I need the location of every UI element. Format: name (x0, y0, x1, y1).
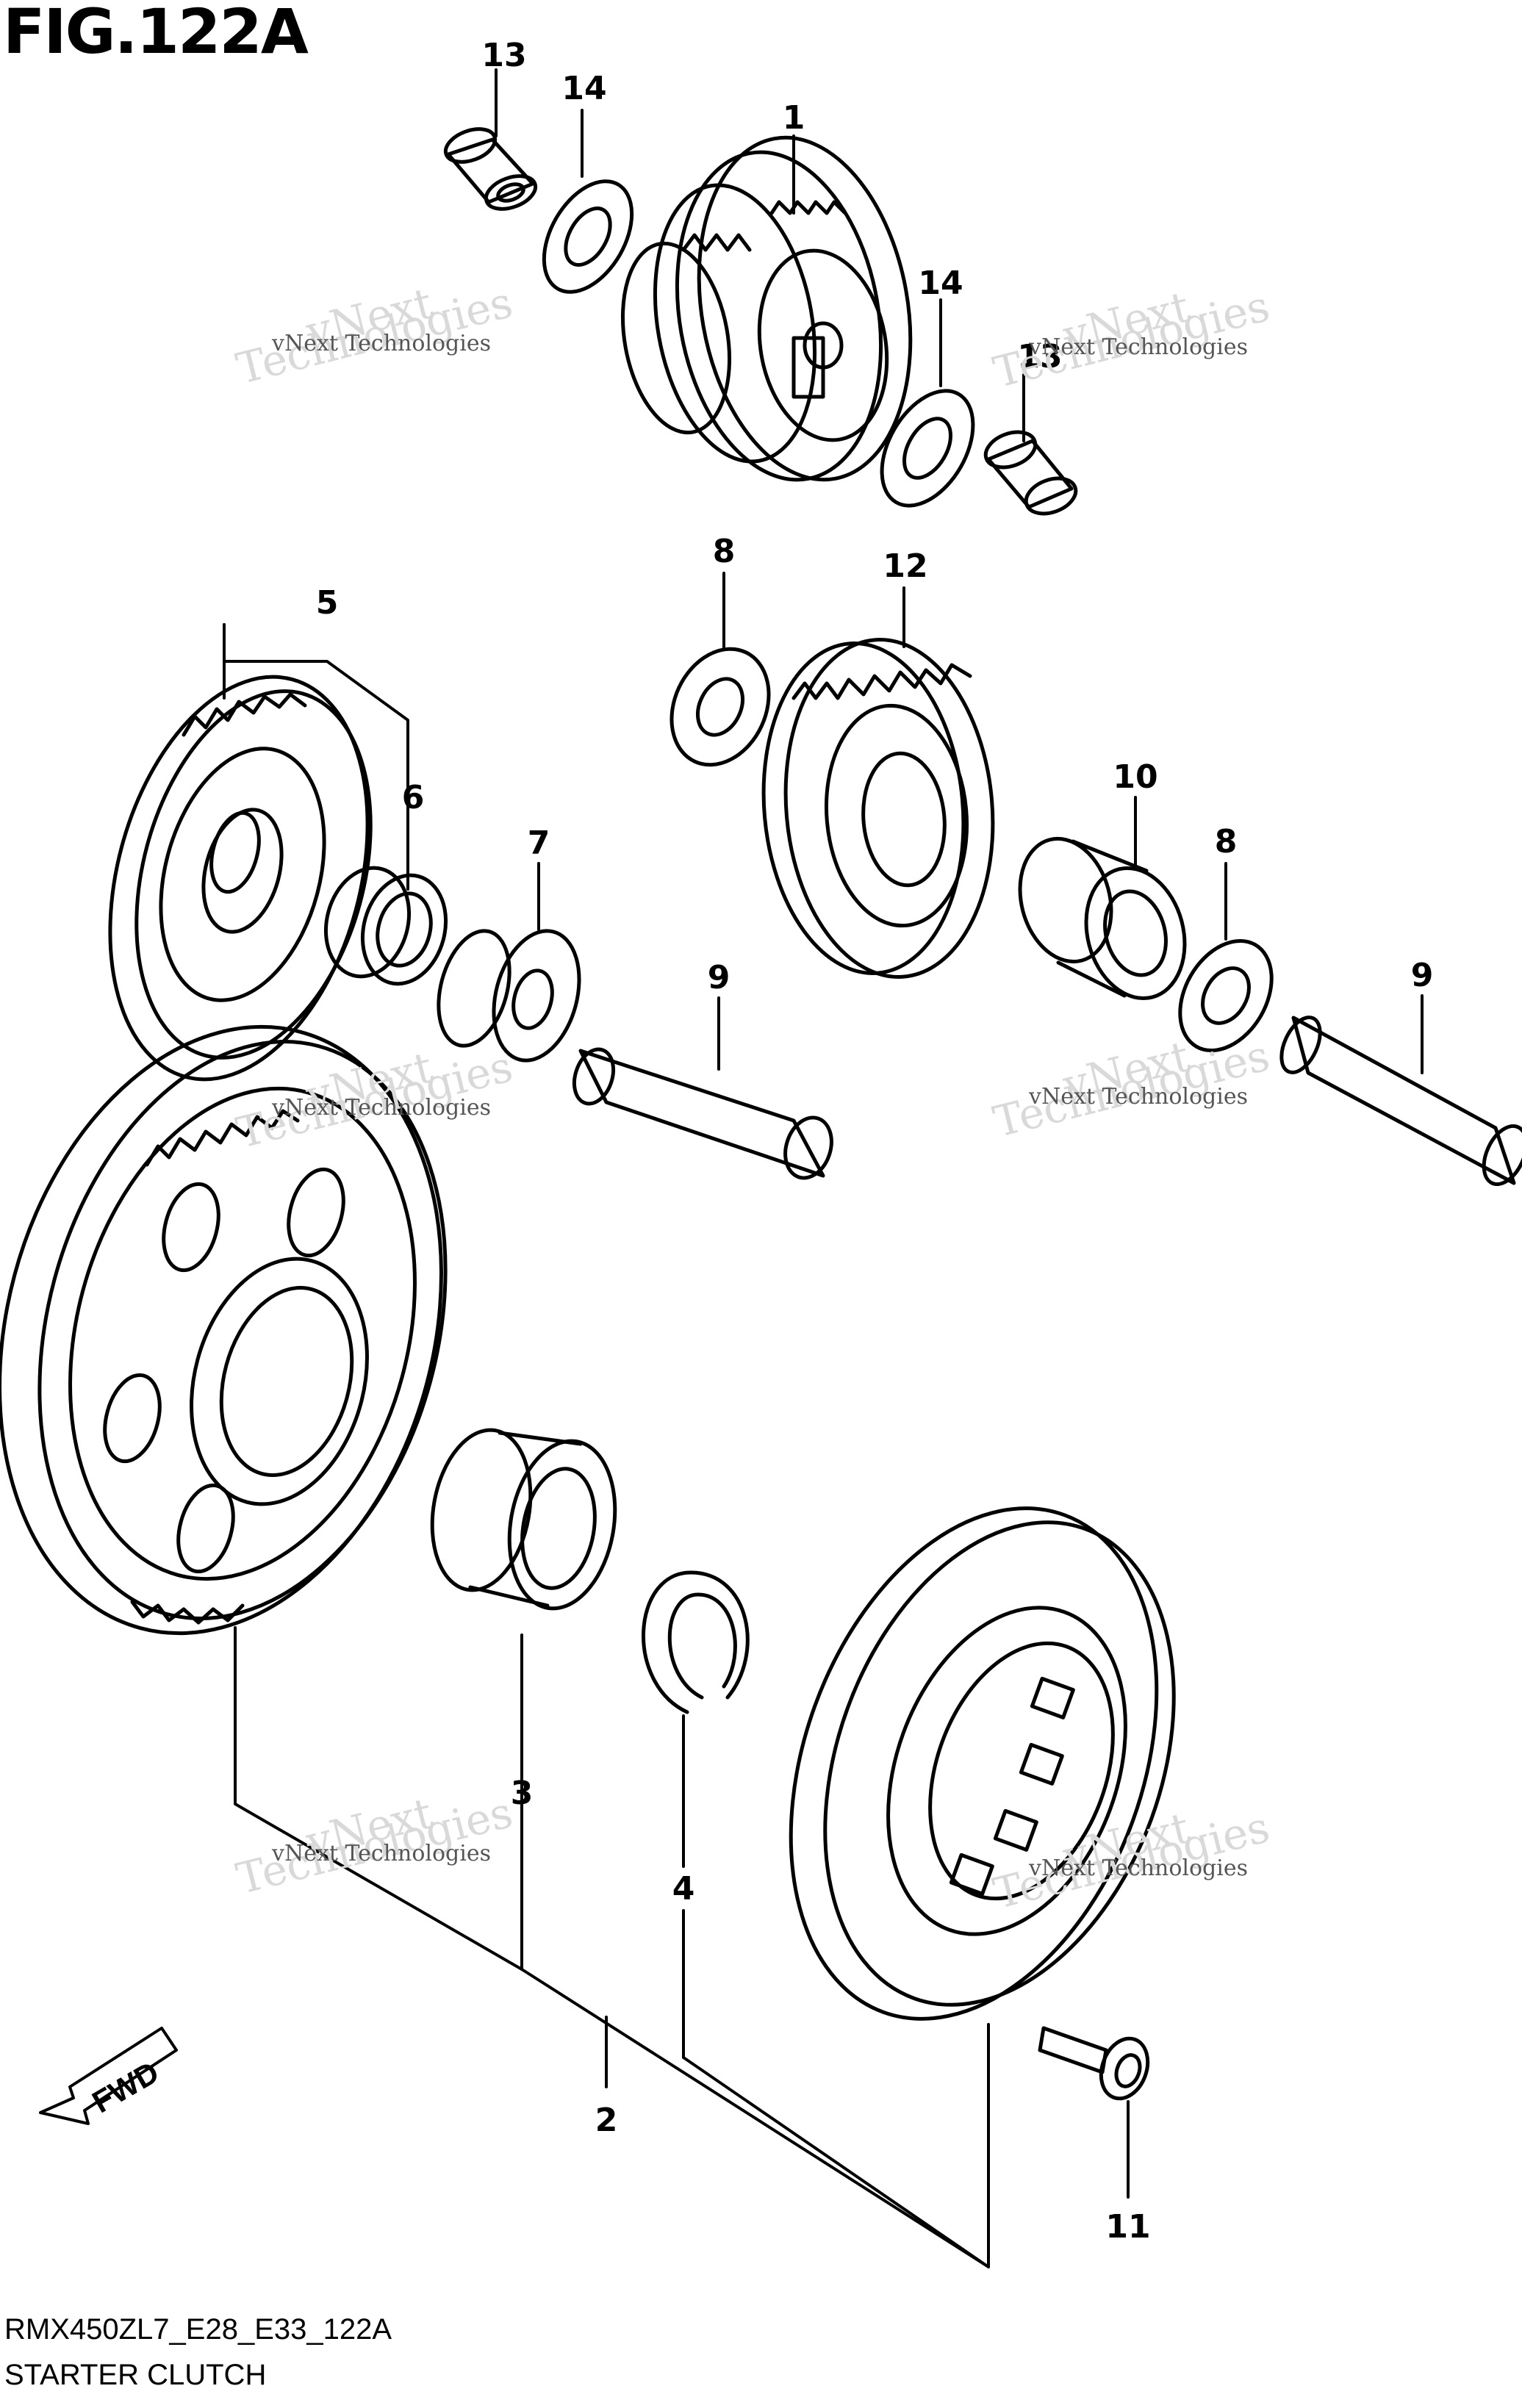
callout-2: 2 (595, 2102, 618, 2139)
part-12-gear (761, 638, 995, 979)
part-9-shaft-right (1279, 1016, 1522, 1187)
callout-12: 12 (883, 547, 927, 585)
part-2-large-gear (0, 1024, 448, 1636)
callout-5: 5 (316, 584, 339, 622)
callout-14-top: 14 (561, 70, 606, 107)
diagram-code: RMX450ZL7_E28_E33_122A (4, 2313, 392, 2346)
part-8-washer-top (670, 647, 771, 767)
callout-13-right: 13 (1017, 338, 1062, 375)
part-2-one-way-clutch (789, 1506, 1176, 2021)
part-3-bearing (430, 1428, 617, 1611)
callout-1: 1 (783, 99, 805, 137)
part-14-washer-left (542, 179, 634, 294)
part-1-gear-assembly (620, 135, 913, 482)
callout-7: 7 (528, 824, 550, 862)
callout-14-right: 14 (918, 265, 963, 302)
callout-10: 10 (1113, 758, 1157, 796)
part-8-washer-right (1178, 938, 1274, 1053)
part-13-bushing-left (443, 127, 538, 211)
part-9-shaft-left (572, 1047, 833, 1180)
leader-lines (223, 68, 1424, 2268)
part-13-bushing-right (983, 430, 1078, 516)
callout-8-top: 8 (713, 533, 736, 570)
part-5-gear (108, 675, 373, 1082)
callout-6: 6 (402, 779, 425, 816)
callout-4: 4 (672, 1870, 695, 1908)
part-14-washer-right (880, 389, 975, 508)
callout-13-top: 13 (481, 37, 526, 74)
callout-3: 3 (511, 1775, 534, 1812)
part-10-bearing (1018, 836, 1187, 1001)
fwd-arrow-icon (39, 2027, 178, 2125)
part-6-bearing (323, 866, 448, 986)
callout-8-right: 8 (1215, 823, 1238, 860)
part-11-bolt (1038, 2026, 1150, 2101)
diagram-name: STARTER CLUTCH (4, 2359, 267, 2391)
callout-9-left: 9 (708, 959, 731, 996)
part-4-circlip (642, 1570, 750, 1714)
part-7-spacer (437, 929, 581, 1063)
figure-title: FIG.122A (3, 0, 309, 68)
callouts: 13 14 1 14 13 5 8 12 6 7 10 8 9 9 3 4 2 … (316, 37, 1434, 2246)
callout-9-right: 9 (1411, 957, 1434, 994)
callout-11: 11 (1105, 2208, 1150, 2246)
